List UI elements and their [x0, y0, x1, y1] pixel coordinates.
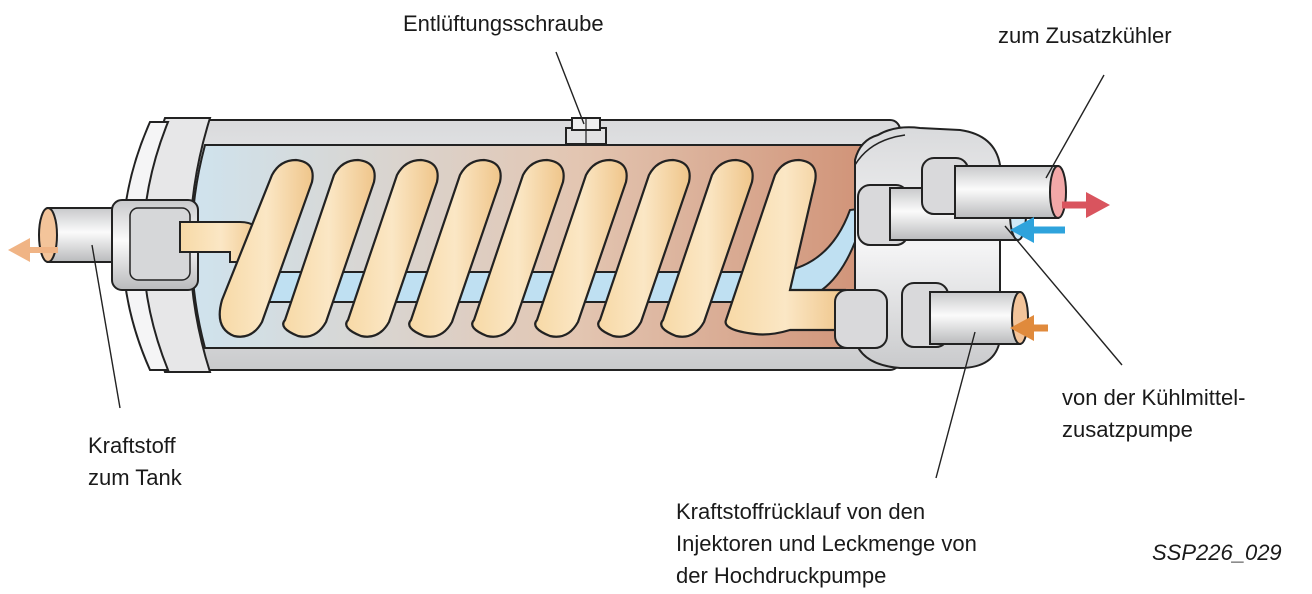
label-fuel-return-line3: der Hochdruckpumpe: [676, 560, 977, 592]
leader-aux-cooler: [1046, 75, 1104, 178]
label-vent-screw: Entlüftungsschraube: [403, 8, 604, 40]
label-fuel-to-tank: Kraftstoff zum Tank: [88, 430, 182, 494]
coolant-outlet-fitting: [922, 158, 1066, 218]
label-from-pump: von der Kühlmittel- zusatzpumpe: [1062, 382, 1245, 446]
label-fuel-to-tank-line2: zum Tank: [88, 462, 182, 494]
outflow-arrow-red: [1062, 192, 1110, 218]
vent-screw: [566, 118, 606, 144]
fuel-return-fitting: [835, 283, 1028, 348]
leader-vent-screw: [556, 52, 584, 124]
label-fuel-return-line2: Injektoren und Leckmenge von: [676, 528, 977, 560]
label-from-pump-line1: von der Kühlmittel-: [1062, 382, 1245, 414]
label-fuel-return: Kraftstoffrücklauf von den Injektoren un…: [676, 496, 977, 592]
label-fuel-return-line1: Kraftstoffrücklauf von den: [676, 496, 977, 528]
label-from-pump-line2: zusatzpumpe: [1062, 414, 1245, 446]
label-to-aux-cooler: zum Zusatzkühler: [998, 20, 1172, 52]
figure-reference: SSP226_029: [1152, 540, 1282, 566]
label-fuel-to-tank-line1: Kraftstoff: [88, 430, 182, 462]
